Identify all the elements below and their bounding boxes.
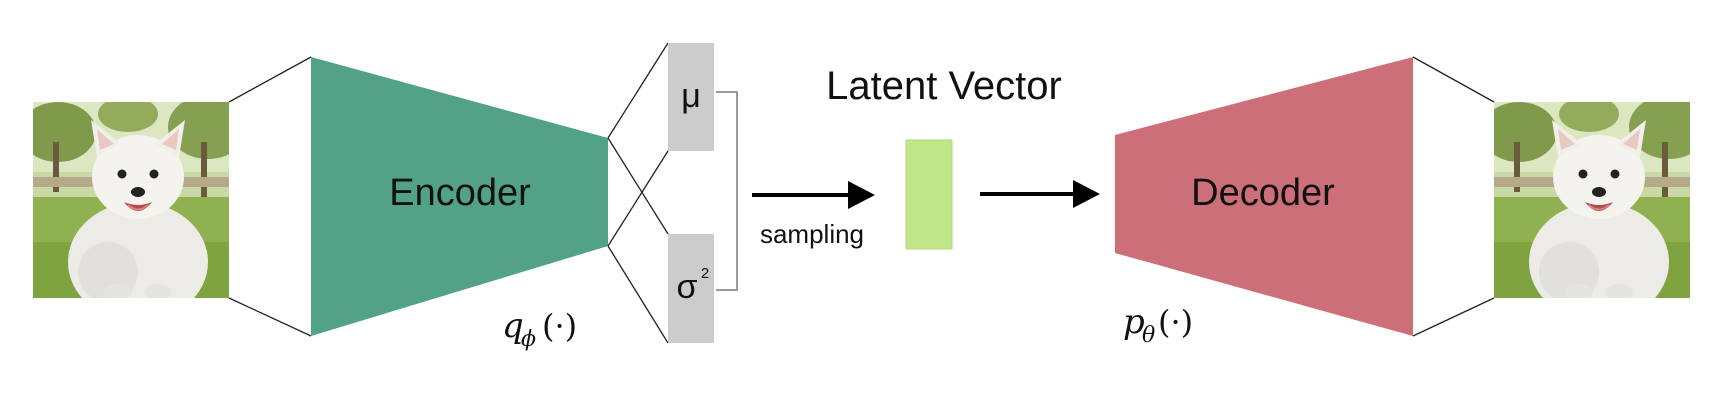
decoder-func-arg: (·) [1158,303,1193,341]
input-connector-lines [228,56,312,337]
decoder-function-label: p θ (·) [1123,302,1193,348]
mu-box [668,43,714,151]
input-dog-image [33,102,229,298]
mu-label: μ [681,77,701,115]
encoder-func-arg: (·) [542,307,577,345]
output-connector-lines [1412,56,1495,337]
sampling-arrowhead [848,181,875,209]
decoder-input-arrowhead [1073,180,1100,208]
latent-vector-box [905,139,953,250]
encoder-block [311,57,608,336]
encoder-function-label: q ϕ (·) [502,306,577,352]
decoder-label: Decoder [1191,172,1335,214]
decoder-block [1115,57,1413,336]
sigma-label: σ [677,268,698,306]
output-dog-image [1494,102,1690,298]
decoder-func-subscript: θ [1142,323,1155,348]
encoder-func-subscript: ϕ [521,327,536,352]
sigma-box [668,234,714,343]
encoder-output-lines [607,42,669,344]
decoder-func-symbol: p [1123,302,1145,342]
encoder-label: Encoder [389,172,531,214]
encoder-func-symbol: q [502,306,524,346]
sigma-superscript: 2 [701,265,709,282]
latent-vector-title: Latent Vector [826,64,1062,108]
sampling-label: sampling [760,219,864,249]
mu-sigma-bracket [716,91,738,291]
